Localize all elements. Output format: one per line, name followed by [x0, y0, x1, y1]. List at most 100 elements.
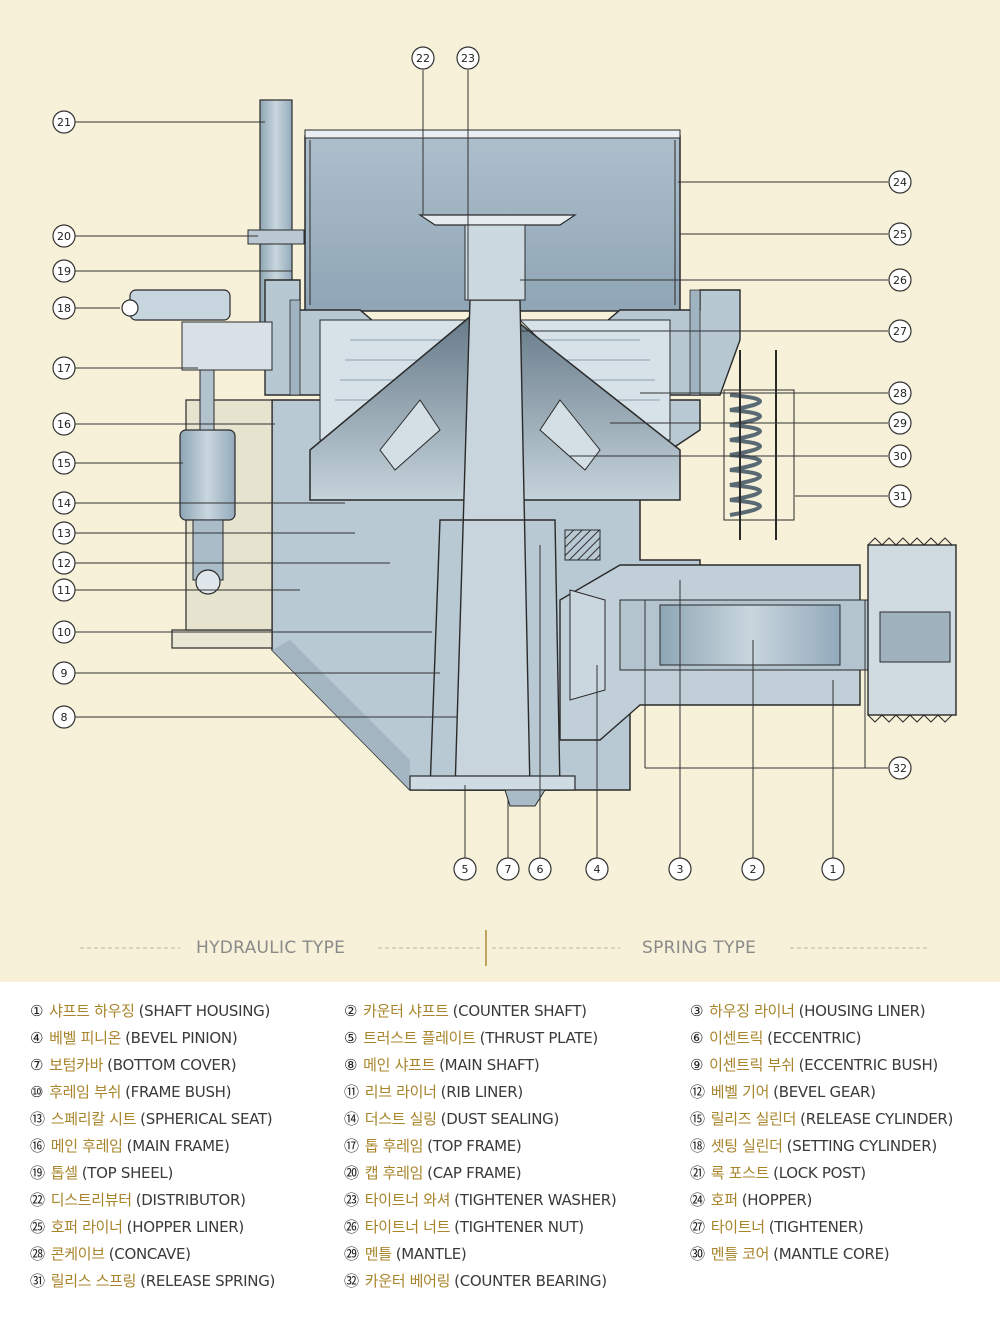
legend-english-name: (HOPPER LINER)	[126, 1218, 245, 1236]
svg-text:17: 17	[57, 362, 71, 375]
diagram-area: 21 20 19 18 17 16 15 14 13 12 11 10 9 8 …	[0, 0, 1000, 982]
svg-text:13: 13	[57, 527, 71, 540]
svg-text:27: 27	[893, 325, 907, 338]
legend-number: ⑳	[344, 1164, 359, 1182]
setting-cylinder-shape	[121, 289, 273, 371]
legend-english-name: (TIGHTENER NUT)	[454, 1218, 584, 1236]
legend-number: ①	[30, 1002, 44, 1020]
callout-29: 29	[888, 411, 912, 435]
legend-korean-name: 릴리스 스프링	[50, 1272, 137, 1290]
legend-english-name: (ECCENTRIC BUSH)	[798, 1056, 939, 1074]
svg-text:24: 24	[893, 176, 907, 189]
legend-korean-name: 리브 라이너	[364, 1083, 437, 1101]
legend-korean-name: 보텀카바	[49, 1056, 104, 1074]
legend-english-name: (SETTING CYLINDER)	[786, 1137, 938, 1155]
distributor-shape	[418, 214, 577, 226]
svg-text:23: 23	[461, 52, 475, 65]
type-divider	[80, 930, 930, 966]
svg-text:10: 10	[57, 626, 71, 639]
legend-korean-name: 호퍼	[710, 1191, 738, 1209]
legend-english-name: (MAIN FRAME)	[126, 1137, 230, 1155]
legend-korean-name: 타이트너 너트	[364, 1218, 451, 1236]
callout-4: 4	[585, 857, 609, 881]
legend-korean-name: 후레임 부쉬	[49, 1083, 122, 1101]
bottom-cover-shape	[409, 775, 576, 791]
legend-korean-name: 멘틀 코어	[710, 1245, 770, 1263]
callout-7: 7	[496, 857, 520, 881]
legend-korean-name: 콘케이브	[50, 1245, 105, 1263]
legend-number: ⑰	[344, 1137, 359, 1155]
tightener-shape	[464, 224, 526, 301]
callout-30: 30	[888, 444, 912, 468]
svg-text:11: 11	[57, 584, 71, 597]
legend-english-name: (THRUST PLATE)	[479, 1029, 599, 1047]
callout-26: 26	[888, 268, 912, 292]
legend-korean-name: 베벨 피니온	[49, 1029, 122, 1047]
legend-korean-name: 톱셀	[50, 1164, 78, 1182]
legend-number: ㉘	[30, 1245, 45, 1263]
legend-english-name: (MANTLE CORE)	[773, 1245, 890, 1263]
legend-english-name: (DUST SEALING)	[440, 1110, 560, 1128]
legend-number: ⑭	[344, 1110, 359, 1128]
legend-number: ㉜	[344, 1272, 359, 1290]
counter-shaft-shape	[559, 564, 871, 741]
thrust-plate-shape	[504, 789, 546, 807]
legend-korean-name: 타이트너	[710, 1218, 765, 1236]
legend-number: ⑱	[690, 1137, 705, 1155]
legend-english-name: (RELEASE SPRING)	[140, 1272, 276, 1290]
callout-16: 16	[52, 412, 76, 436]
svg-text:30: 30	[893, 450, 907, 463]
legend-number: ⑲	[30, 1164, 45, 1182]
svg-text:18: 18	[57, 302, 71, 315]
legend-korean-name: 트러스트 플레이트	[363, 1029, 476, 1047]
legend-english-name: (TIGHTENER)	[768, 1218, 864, 1236]
svg-text:14: 14	[57, 497, 71, 510]
hydraulic-type-label: HYDRAULIC TYPE	[196, 938, 346, 958]
svg-text:31: 31	[893, 490, 907, 503]
legend-english-name: (BOTTOM COVER)	[107, 1056, 237, 1074]
legend-number: ⑨	[690, 1056, 704, 1074]
svg-text:19: 19	[57, 265, 71, 278]
legend-number: ⑮	[690, 1110, 705, 1128]
legend-korean-name: 셋팅 실린더	[710, 1137, 783, 1155]
svg-text:1: 1	[830, 863, 837, 876]
svg-text:3: 3	[677, 863, 684, 876]
legend-english-name: (SPHERICAL SEAT)	[140, 1110, 273, 1128]
legend-korean-name: 호퍼 라이너	[50, 1218, 123, 1236]
callout-17: 17	[52, 356, 76, 380]
svg-text:8: 8	[61, 711, 68, 724]
legend-english-name: (TOP FRAME)	[427, 1137, 522, 1155]
callout-24: 24	[888, 170, 912, 194]
legend-english-name: (DISTRIBUTOR)	[135, 1191, 246, 1209]
svg-text:22: 22	[416, 52, 430, 65]
svg-text:7: 7	[505, 863, 512, 876]
legend-english-name: (MANTLE)	[395, 1245, 467, 1263]
legend-english-name: (MAIN SHAFT)	[439, 1056, 540, 1074]
callout-22: 22	[411, 46, 435, 70]
crusher-cross-section: 21 20 19 18 17 16 15 14 13 12 11 10 9 8 …	[52, 46, 957, 966]
callout-19: 19	[52, 259, 76, 283]
legend-english-name: (BEVEL PINION)	[125, 1029, 238, 1047]
callout-21: 21	[52, 110, 76, 134]
legend-number: ⑪	[344, 1083, 359, 1101]
svg-text:5: 5	[462, 863, 469, 876]
legend-number: ⑬	[30, 1110, 45, 1128]
svg-text:4: 4	[594, 863, 601, 876]
legend-korean-name: 릴리즈 실린더	[710, 1110, 797, 1128]
